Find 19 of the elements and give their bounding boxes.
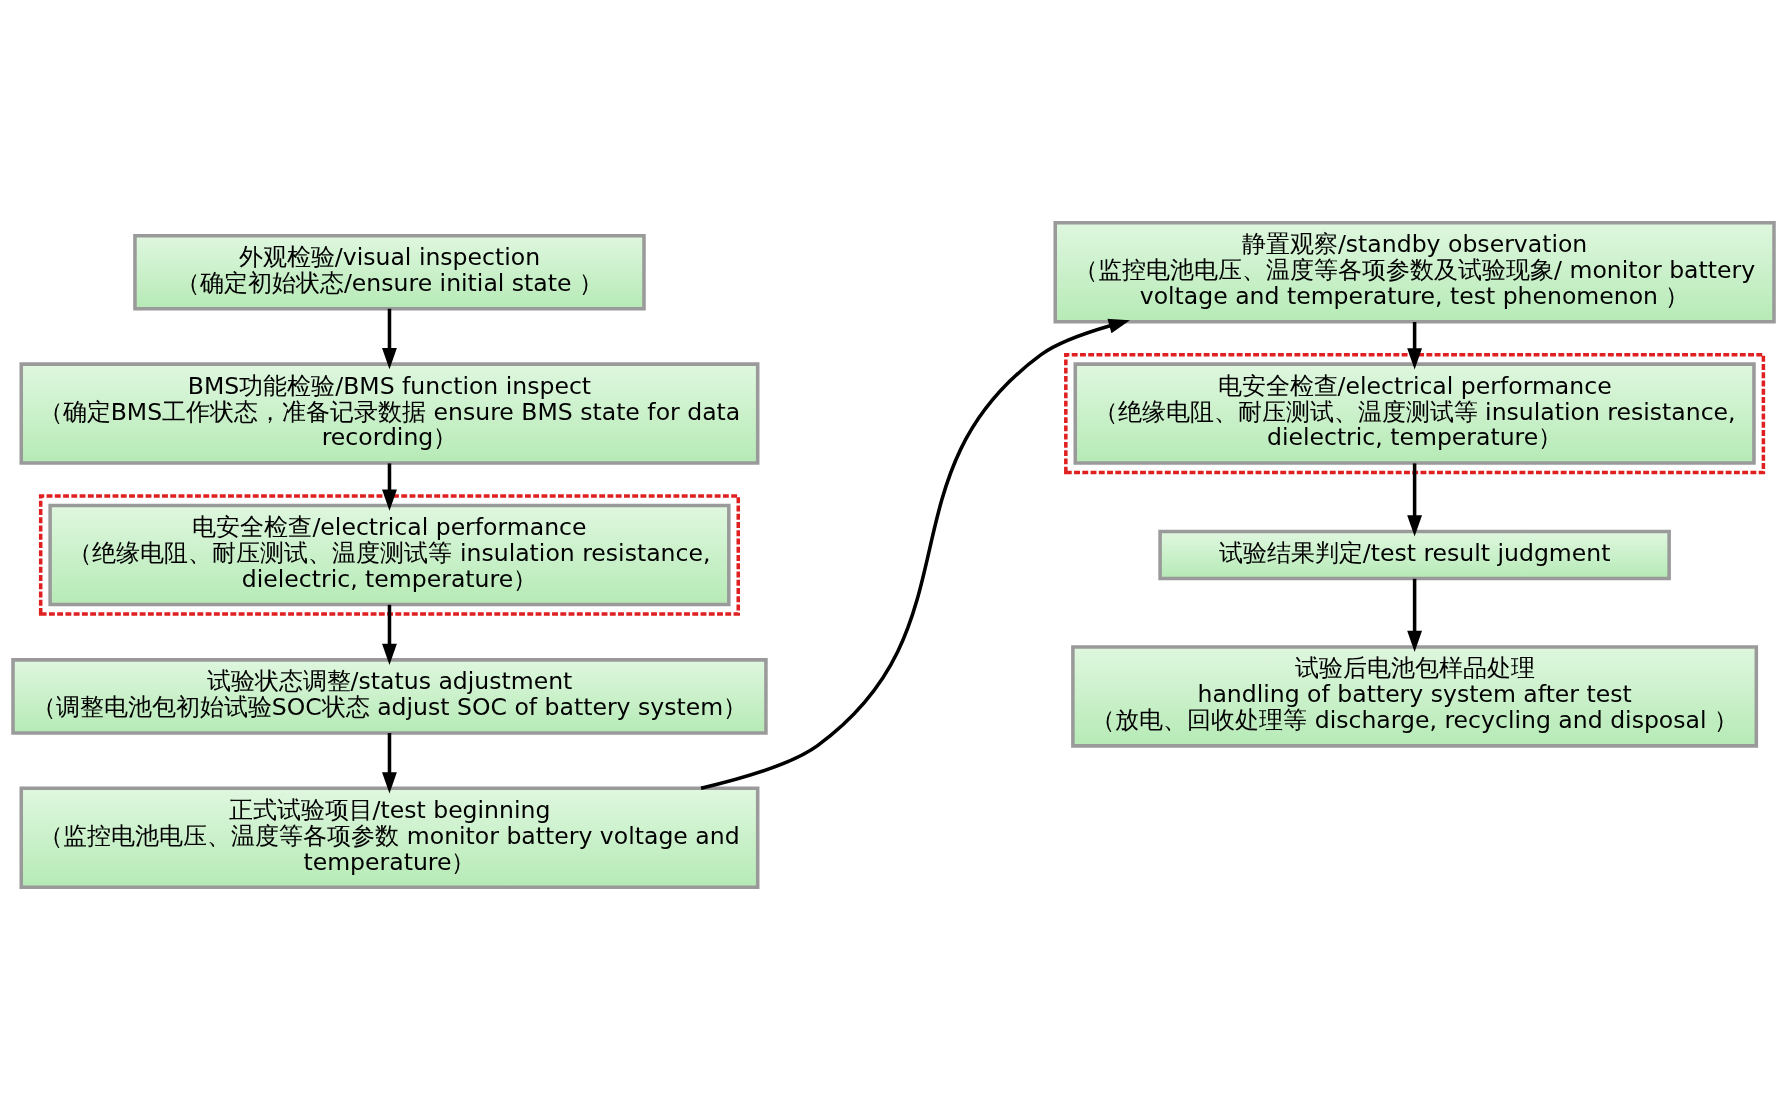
node-box: 试验后电池包样品处理 handling of battery system after test （放电、回收处理等 discharge, recycling and disposal ）	[1071, 644, 1759, 748]
arrow	[1407, 578, 1423, 652]
node-box: 外观检验/visual inspection （确定初始状态/ensure initial state ）	[133, 233, 646, 310]
node-box: 试验结果判定/test result judgment	[1158, 529, 1671, 580]
node-box: 电安全检查/electrical performance （绝缘电阻、耐压测试、温度测试等 insulation resistance, dielectric, temperature）	[48, 503, 731, 606]
cluster	[38, 493, 741, 616]
arrow	[382, 604, 397, 665]
arrow	[382, 732, 397, 793]
node-box: BMS功能检验/BMS function inspect （确定BMS工作状态，准备记录数据 ensure BMS state for data recording）	[19, 361, 760, 465]
node-box: 静置观察/standby observation （监控电池电压、温度等各项参数及试验现象/ monitor battery voltage and temperature, test phenomenon ）	[1053, 220, 1776, 323]
arrow	[700, 318, 1130, 790]
cluster	[1064, 352, 1766, 474]
node-box: 电安全检查/electrical performance （绝缘电阻、耐压测试、温度测试等 insulation resistance, dielectric, temperature）	[1073, 361, 1756, 465]
arrow	[1407, 462, 1423, 536]
node-box: 正式试验项目/test beginning （监控电池电压、温度等各项参数 monitor battery voltage and temperature）	[19, 786, 760, 889]
arrow	[382, 308, 397, 369]
node-box: 试验状态调整/status adjustment （调整电池包初始试验SOC状态 adjust SOC of battery system）	[11, 657, 768, 735]
arrow	[382, 462, 397, 511]
arrow	[1407, 321, 1423, 369]
